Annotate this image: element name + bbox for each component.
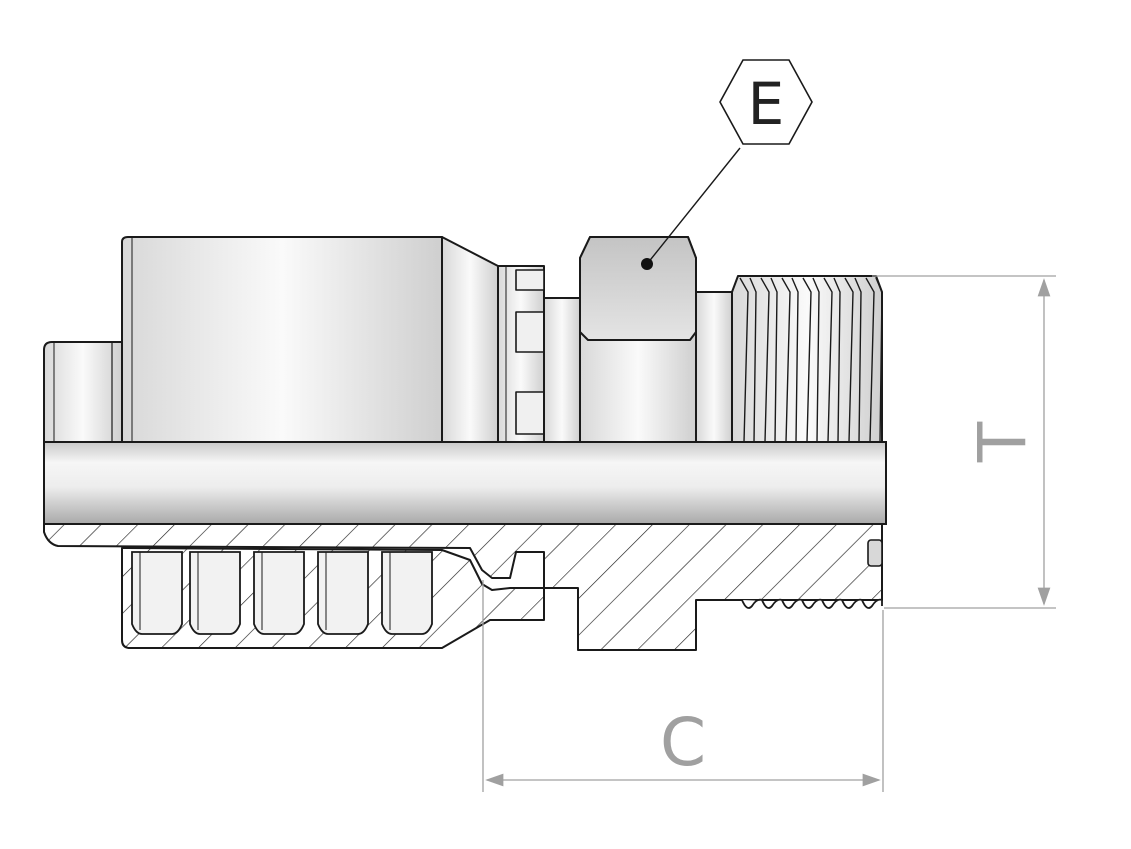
insert-tail bbox=[43, 341, 123, 443]
callout-e: E bbox=[641, 59, 813, 270]
thread-crest bbox=[844, 277, 862, 443]
insert-section bbox=[43, 523, 883, 651]
ferrule-tooth bbox=[253, 551, 305, 635]
thread-crests bbox=[739, 277, 883, 443]
hex-top-face bbox=[579, 236, 697, 341]
thread-crest bbox=[781, 277, 799, 443]
ferrule-teeth bbox=[131, 551, 433, 635]
thread-shoulder bbox=[695, 291, 733, 443]
dimension-t bbox=[872, 275, 1056, 609]
exterior-view bbox=[43, 236, 883, 443]
callout-leader bbox=[646, 147, 741, 265]
neck bbox=[543, 297, 581, 443]
collar-slot-3 bbox=[515, 391, 545, 435]
dimension-c bbox=[482, 580, 884, 792]
lower-thread-profile bbox=[741, 598, 883, 609]
oring-groove bbox=[867, 539, 883, 567]
ferrule-tooth bbox=[317, 551, 369, 635]
collar-slot-2 bbox=[515, 311, 545, 353]
callout-hexagon bbox=[719, 59, 813, 145]
bore-passage bbox=[43, 441, 887, 525]
ferrule-sleeve bbox=[121, 236, 443, 443]
thread-crest bbox=[739, 277, 757, 443]
thread-crest bbox=[823, 277, 841, 443]
callout-label: E bbox=[748, 70, 785, 138]
ferrule-tooth bbox=[381, 551, 433, 635]
ferrule-taper bbox=[441, 236, 499, 443]
thread-crest bbox=[760, 277, 778, 443]
dim-t-label: T bbox=[964, 421, 1041, 463]
callout-dot bbox=[641, 258, 653, 270]
ferrule-tooth bbox=[189, 551, 241, 635]
dim-c-label: C bbox=[660, 704, 706, 781]
ferrule-tooth bbox=[131, 551, 183, 635]
collar-slot-1 bbox=[515, 269, 545, 291]
thread-crest bbox=[865, 277, 883, 443]
thread-crest bbox=[802, 277, 820, 443]
